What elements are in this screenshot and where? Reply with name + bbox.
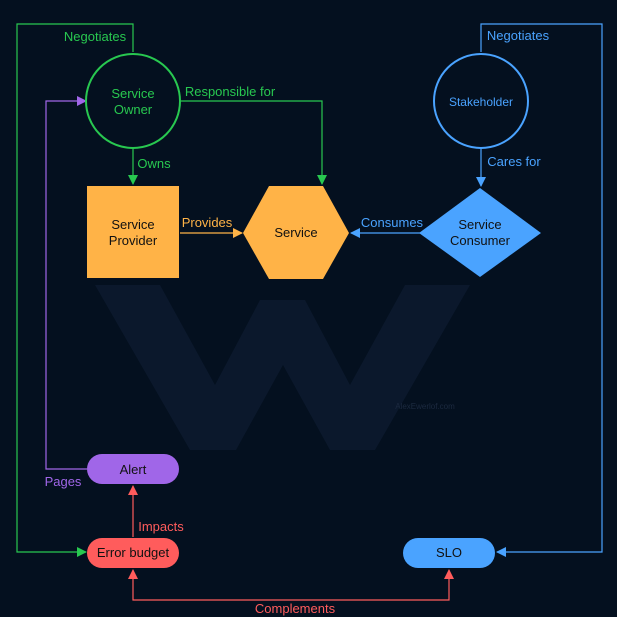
edge-negotiates-left <box>16 23 134 557</box>
edge-label-owns: Owns <box>137 156 171 171</box>
edge-label-consumes: Consumes <box>361 215 424 230</box>
service-consumer-label-line1: Service <box>458 217 501 232</box>
watermark-w-icon <box>95 285 470 450</box>
error-budget-label: Error budget <box>97 545 170 560</box>
node-service-owner[interactable]: Service Owner <box>85 53 181 149</box>
slo-pill <box>403 538 495 568</box>
edge-label-responsible-for: Responsible for <box>185 84 276 99</box>
service-label: Service <box>274 225 317 240</box>
service-consumer-diamond <box>419 188 541 277</box>
watermark-logo: AlexEwerlof.com <box>95 285 470 450</box>
service-hexagon <box>243 186 349 279</box>
node-error-budget[interactable]: Error budget <box>87 538 179 568</box>
edge-responsible-for <box>181 100 327 185</box>
service-provider-label-line2: Provider <box>109 233 158 248</box>
stakeholder-circle <box>433 53 529 149</box>
node-alert[interactable]: Alert <box>87 454 179 484</box>
alert-label: Alert <box>120 462 147 477</box>
service-consumer-label-line2: Consumer <box>450 233 511 248</box>
edge-complements <box>128 569 454 601</box>
edge-label-impacts: Impacts <box>138 519 184 534</box>
edge-label-pages: Pages <box>45 474 82 489</box>
slo-label: SLO <box>436 545 462 560</box>
edge-label-provides: Provides <box>182 215 233 230</box>
edge-label-negotiates-right: Negotiates <box>487 28 550 43</box>
service-owner-label-line1: Service <box>111 86 154 101</box>
service-provider-label-line1: Service <box>111 217 154 232</box>
edge-negotiates-right <box>480 23 603 557</box>
node-service-provider[interactable]: Service Provider <box>87 186 179 278</box>
node-service-consumer[interactable]: Service Consumer <box>419 188 541 277</box>
node-service[interactable]: Service <box>243 186 349 279</box>
error-budget-pill <box>87 538 179 568</box>
node-slo[interactable]: SLO <box>403 538 495 568</box>
edge-label-complements: Complements <box>255 601 336 616</box>
edge-label-cares-for: Cares for <box>487 154 541 169</box>
node-stakeholder[interactable]: Stakeholder <box>433 53 529 149</box>
stakeholder-label: Stakeholder <box>449 95 513 109</box>
service-provider-box <box>87 186 179 278</box>
alert-pill <box>87 454 179 484</box>
service-owner-label-line2: Owner <box>114 102 153 117</box>
watermark-text: AlexEwerlof.com <box>395 402 455 411</box>
service-owner-circle <box>85 53 181 149</box>
edge-label-negotiates-left: Negotiates <box>64 29 127 44</box>
edge-pages <box>45 96 87 470</box>
